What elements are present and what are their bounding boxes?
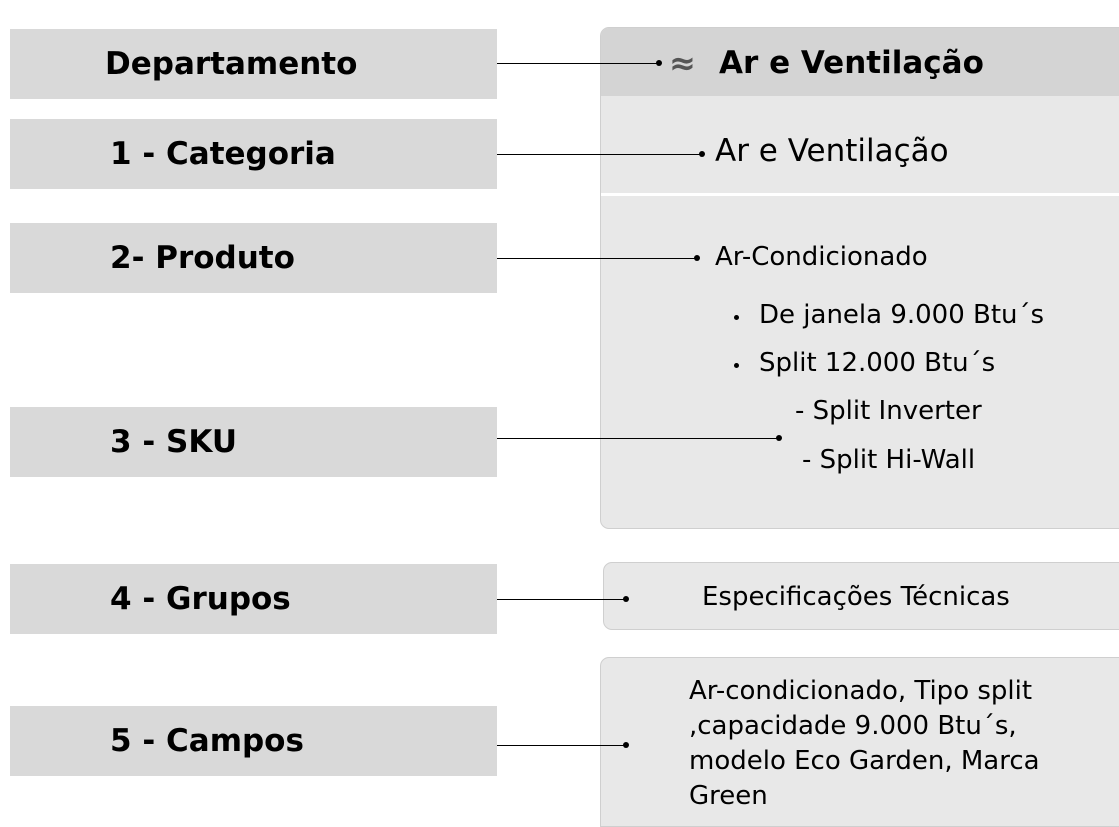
campos-line: Green — [689, 781, 768, 811]
campos-label: 5 - Campos — [10, 706, 497, 776]
produto-text: 2- Produto — [110, 240, 295, 276]
wave-icon: ≈ — [669, 44, 696, 82]
campos-line: ,capacidade 9.000 Btu´s, — [689, 711, 1017, 741]
sku-item-1: De janela 9.000 Btu´s — [759, 300, 1045, 330]
campos-text: 5 - Campos — [110, 723, 304, 759]
panel-divider — [601, 193, 1119, 196]
sku-text: 3 - SKU — [110, 424, 237, 460]
categoria-text: 1 - Categoria — [110, 136, 336, 172]
sku-item-2: Split 12.000 Btu´s — [759, 348, 996, 378]
campos-line: Ar-condicionado, Tipo split — [689, 676, 1033, 706]
departamento-label: Departamento — [10, 29, 497, 99]
sku-subitem-2: - Split Hi-Wall — [802, 445, 976, 475]
connector-dot — [776, 435, 782, 441]
panel-header: ≈ Ar e Ventilação — [601, 28, 1119, 96]
campos-panel — [600, 657, 1119, 827]
connector-campos — [497, 745, 627, 746]
campos-value: Ar-condicionado, Tipo split ,capacidade … — [689, 674, 1040, 814]
categoria-label: 1 - Categoria — [10, 119, 497, 189]
grupos-text: 4 - Grupos — [110, 581, 291, 617]
produto-value: Ar-Condicionado — [715, 242, 928, 272]
grupos-value: Especificações Técnicas — [702, 582, 1010, 612]
connector-departamento — [497, 63, 660, 64]
sku-subitem-1: - Split Inverter — [795, 396, 982, 426]
connector-categoria — [497, 154, 704, 155]
connector-produto — [497, 258, 698, 259]
connector-dot — [694, 255, 700, 261]
sku-bullet — [734, 315, 739, 320]
campos-line: modelo Eco Garden, Marca — [689, 746, 1040, 776]
produto-label: 2- Produto — [10, 223, 497, 293]
grupos-panel — [603, 562, 1119, 630]
connector-sku — [497, 438, 780, 439]
categoria-value: Ar e Ventilação — [715, 133, 949, 169]
panel-header-title: Ar e Ventilação — [719, 45, 984, 81]
sku-bullet — [734, 363, 739, 368]
department-panel: ≈ Ar e Ventilação — [600, 27, 1119, 529]
connector-dot — [623, 742, 629, 748]
departamento-text: Departamento — [105, 46, 358, 82]
connector-dot — [699, 151, 705, 157]
grupos-label: 4 - Grupos — [10, 564, 497, 634]
connector-dot — [656, 60, 662, 66]
sku-label: 3 - SKU — [10, 407, 497, 477]
connector-dot — [623, 596, 629, 602]
connector-grupos — [497, 599, 627, 600]
